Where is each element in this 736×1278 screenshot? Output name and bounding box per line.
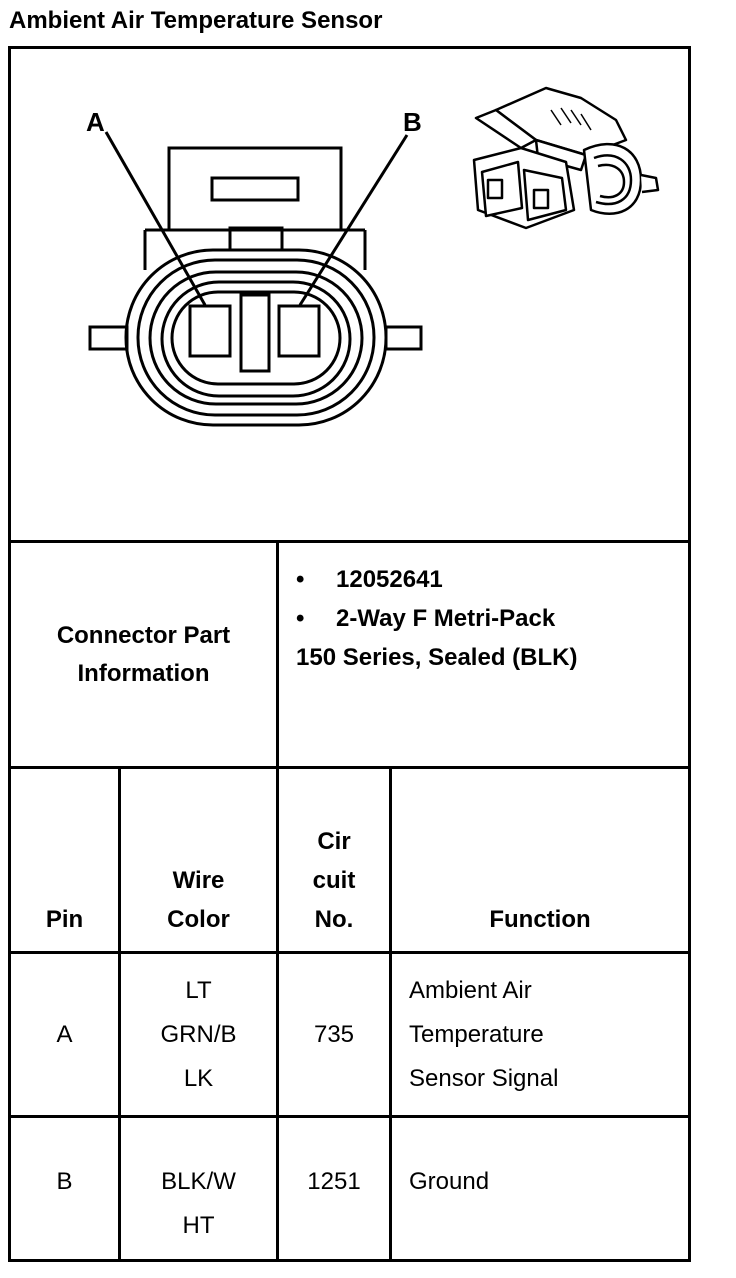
bullet-icon: • bbox=[296, 605, 305, 632]
connector-info-label: Connector Part Information bbox=[11, 543, 276, 766]
list-item: • 2-Way F Metri-Pack bbox=[296, 599, 577, 638]
divider bbox=[8, 766, 691, 769]
table-row-a-circuit: 735 bbox=[313, 1020, 355, 1048]
pin-a-label: A bbox=[86, 107, 105, 137]
connector-info-label-line1: Connector Part bbox=[56, 621, 231, 649]
connector-face-diagram: A B bbox=[86, 107, 423, 427]
table-row-a-wire-color: LT GRN/B LK bbox=[160, 976, 237, 1092]
connector-part-list: • 12052641 • 2-Way F Metri-Pack 150 Seri… bbox=[296, 560, 577, 677]
table-row-a-function: Ambient Air Temperature Sensor Signal bbox=[409, 976, 559, 1092]
table-row-b-wire-color: BLK/W HT bbox=[161, 1168, 236, 1239]
divider bbox=[389, 766, 392, 1262]
header-function: Function bbox=[489, 906, 591, 933]
header-circuit-no: Cir cuit No. bbox=[312, 828, 356, 933]
divider bbox=[8, 540, 691, 543]
table-row-b-function: Ground bbox=[409, 1168, 490, 1195]
table-row-b-pin: B bbox=[56, 1168, 73, 1195]
connector-isometric-icon bbox=[472, 86, 660, 230]
bullet-icon: • bbox=[296, 566, 305, 593]
page-title: Ambient Air Temperature Sensor bbox=[9, 7, 383, 34]
table-row-b-circuit: 1251 bbox=[307, 1168, 361, 1195]
header-wire-color: Wire Color bbox=[167, 867, 230, 933]
divider bbox=[276, 540, 279, 1262]
connector-table bbox=[8, 46, 691, 1262]
divider bbox=[118, 766, 121, 1262]
divider bbox=[8, 1115, 691, 1118]
pin-b-label: B bbox=[403, 107, 422, 137]
connector-type: 2-Way F Metri-Pack bbox=[336, 605, 556, 632]
list-item: • 12052641 bbox=[296, 560, 577, 599]
divider bbox=[8, 951, 691, 954]
table-row-a-pin: A bbox=[56, 1020, 73, 1048]
header-pin: Pin bbox=[45, 906, 84, 933]
connector-info-label-line2: Information bbox=[77, 659, 210, 687]
connector-series: 150 Series, Sealed (BLK) bbox=[296, 644, 578, 671]
part-number: 12052641 bbox=[336, 566, 443, 593]
